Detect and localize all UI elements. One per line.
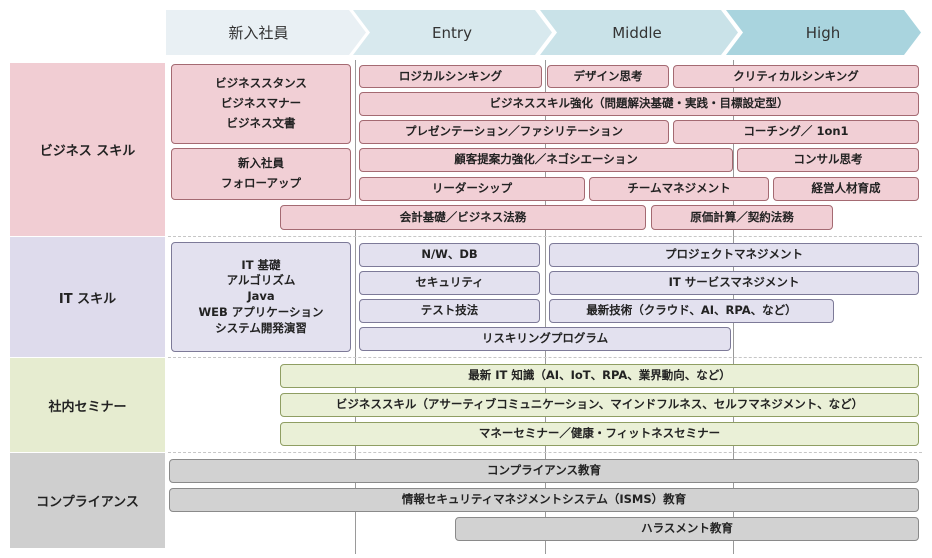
compliance-harassment: ハラスメント教育 xyxy=(455,517,919,541)
course-costing: 原価計算／契約法務 xyxy=(651,205,833,230)
course-security: セキュリティ xyxy=(359,271,540,295)
course-label: ビジネスマナー xyxy=(220,96,302,111)
row-divider xyxy=(168,357,922,358)
course-logical-thinking: ロジカルシンキング xyxy=(359,65,542,88)
course-label: システム開発演習 xyxy=(215,320,307,335)
stage-newhire: 新入社員 xyxy=(166,10,351,55)
course-presentation: プレゼンテーション／ファシリテーション xyxy=(359,120,669,144)
course-label: ビジネス文書 xyxy=(226,115,296,130)
compliance-isms: 情報セキュリティマネジメントシステム（ISMS）教育 xyxy=(169,488,919,512)
course-it-service: IT サービスマネジメント xyxy=(549,271,919,295)
stage-label-middle: Middle xyxy=(612,23,662,42)
stage-label-entry: Entry xyxy=(432,23,472,42)
category-compliance: コンプライアンス xyxy=(36,495,139,510)
course-reskilling: リスキリングプログラム xyxy=(359,327,731,351)
stage-label-high: High xyxy=(805,23,841,42)
course-label: Java xyxy=(247,289,275,304)
course-latest-tech: 最新技術（クラウド、AI、RPA、など） xyxy=(549,299,834,323)
business-newhire-followup: 新入社員 フォローアップ xyxy=(171,148,351,200)
course-testing: テスト技法 xyxy=(359,299,540,323)
stage-divider-entry xyxy=(355,60,356,554)
category-business: ビジネス スキル xyxy=(39,144,136,159)
course-proposal: 顧客提案力強化／ネゴシエーション xyxy=(359,148,733,172)
business-band xyxy=(10,63,165,236)
course-project-management: プロジェクトマネジメント xyxy=(549,243,919,267)
row-divider xyxy=(168,236,922,237)
category-seminar: 社内セミナー xyxy=(48,399,127,415)
stage-header-arrows xyxy=(166,10,921,55)
course-label: 新入社員 xyxy=(238,156,284,171)
stage-arrow-high xyxy=(726,10,921,55)
category-it: IT スキル xyxy=(58,291,117,307)
compliance-band xyxy=(10,453,165,548)
stage-high: High xyxy=(734,10,912,55)
course-accounting: 会計基礎／ビジネス法務 xyxy=(280,205,646,230)
stage-arrow-newhire xyxy=(166,10,366,55)
stage-arrow-middle xyxy=(540,10,738,55)
compliance-education: コンプライアンス教育 xyxy=(169,459,919,483)
course-critical-thinking: クリティカルシンキング xyxy=(673,65,919,88)
stage-entry: Entry xyxy=(362,10,542,55)
business-newhire-basics: ビジネススタンス ビジネスマナー ビジネス文書 xyxy=(171,64,351,144)
it-newhire-basics: IT 基礎 アルゴリズム Java WEB アプリケーション システム開発演習 xyxy=(171,242,351,352)
course-consulting: コンサル思考 xyxy=(737,148,919,172)
stage-label-newhire: 新入社員 xyxy=(228,24,289,42)
seminar-band xyxy=(10,358,165,452)
course-label: アルゴリズム xyxy=(226,273,296,288)
row-divider xyxy=(168,452,922,453)
seminar-money-health: マネーセミナー／健康・フィットネスセミナー xyxy=(280,422,919,446)
course-label: WEB アプリケーション xyxy=(198,304,324,319)
stage-divider-middle xyxy=(545,60,546,554)
course-team-management: チームマネジメント xyxy=(589,177,769,201)
course-executive: 経営人材育成 xyxy=(773,177,919,201)
stage-arrow-entry xyxy=(353,10,552,55)
course-skill-strengthening: ビジネススキル強化（問題解決基礎・実践・目標設定型） xyxy=(359,92,919,116)
course-label: IT 基礎 xyxy=(241,257,281,272)
course-label: ビジネススタンス xyxy=(215,76,307,91)
seminar-it-knowledge: 最新 IT 知識（AI、IoT、RPA、業界動向、など） xyxy=(280,364,919,388)
course-design-thinking: デザイン思考 xyxy=(547,65,669,88)
course-leadership: リーダーシップ xyxy=(359,177,585,201)
course-label: フォローアップ xyxy=(220,176,302,190)
stage-middle: Middle xyxy=(548,10,726,55)
it-band xyxy=(10,237,165,357)
course-nw-db: N/W、DB xyxy=(359,243,540,267)
seminar-business-skill: ビジネススキル（アサーティブコミュニケーション、マインドフルネス、セルフマネジメ… xyxy=(280,393,919,417)
course-coaching: コーチング／ 1on1 xyxy=(673,120,919,144)
